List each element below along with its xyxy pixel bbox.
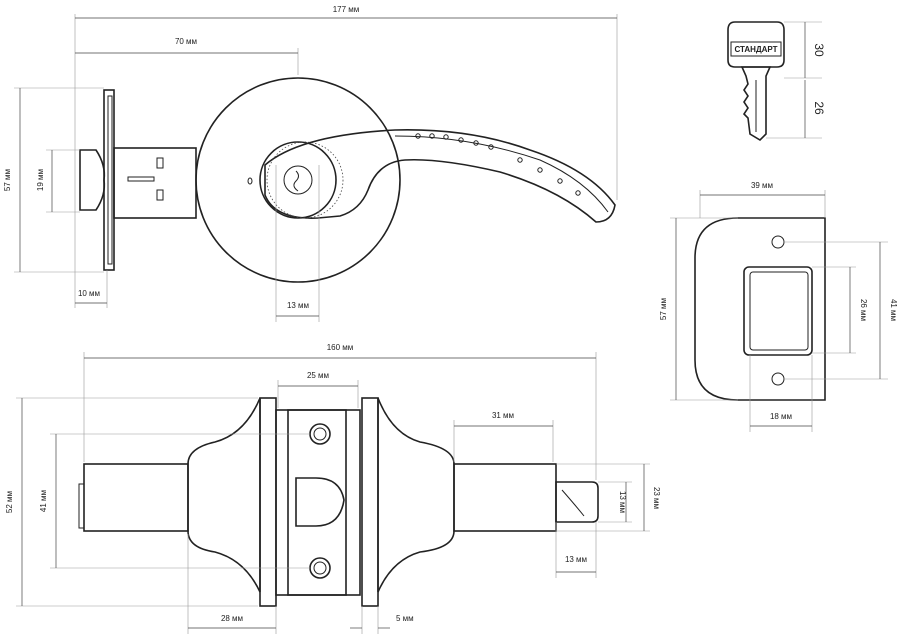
- dim-tongue-height: 13 мм: [618, 491, 627, 513]
- dim-spindle-height: 23 мм: [652, 487, 661, 509]
- strike-opening-outer: [743, 266, 813, 356]
- latch-slot-top: [156, 157, 164, 169]
- faceplate-inner: [287, 409, 347, 596]
- faceplate-screw-bottom: [309, 557, 331, 579]
- dim-body-length: 160 мм: [327, 343, 354, 352]
- latch-body: [113, 147, 197, 219]
- latch-bolt: [79, 149, 106, 211]
- strike-dimensions: 39 мм 57 мм 41 мм 26 мм 18 мм: [659, 181, 898, 432]
- keyway-icon: [293, 170, 299, 192]
- latch-slot-bottom: [156, 189, 164, 201]
- cylinder-outer: [259, 141, 337, 219]
- rose-disc: [195, 77, 401, 283]
- dim-latch-height: 19 мм: [36, 169, 45, 191]
- dim-strike-hole-spacing: 41 мм: [889, 299, 898, 321]
- dim-plate-gap: 5 мм: [396, 614, 414, 623]
- dim-backset-plate: 10 мм: [78, 289, 100, 298]
- strike-opening-inner: [749, 271, 809, 351]
- lever-grip-holes: [415, 133, 581, 196]
- lock-top-view: [78, 397, 599, 607]
- latch-tongue: [295, 477, 345, 527]
- key-view: СТАНДАРТ 30 26: [727, 21, 826, 142]
- key-blade: [740, 66, 772, 142]
- strike-hole-top: [771, 235, 785, 249]
- dim-rose-diameter: 52 мм: [5, 491, 14, 513]
- lock-top-dimensions: 160 мм 25 мм 31 мм 52 мм 41 мм 23 мм 13 …: [5, 343, 661, 634]
- faceplate-screw-top: [309, 423, 331, 445]
- dim-tongue-length: 13 мм: [565, 555, 587, 564]
- dim-strike-width: 39 мм: [751, 181, 773, 190]
- lever: [264, 129, 616, 223]
- dim-collar-length: 28 мм: [221, 614, 243, 623]
- strike-plate: [694, 217, 826, 401]
- key-label: СТАНДАРТ: [734, 45, 777, 54]
- strike-plate-view: [694, 217, 826, 401]
- dim-plate-width: 25 мм: [307, 371, 329, 380]
- dim-strike-opening: 26 мм: [859, 299, 868, 321]
- dim-rose-height: 57 мм: [3, 169, 12, 191]
- dim-lever-offset: 70 мм: [175, 37, 197, 46]
- dim-screw-spacing: 41 мм: [39, 490, 48, 512]
- dim-strike-height: 57 мм: [659, 298, 668, 320]
- left-collar: [187, 397, 261, 593]
- right-spindle-tip: [555, 481, 599, 523]
- cylinder-core: [283, 165, 313, 195]
- left-spindle-end: [78, 483, 85, 529]
- lever-ridge: [394, 135, 609, 213]
- dim-strike-opening-width: 18 мм: [770, 412, 792, 421]
- dim-overall-length: 177 мм: [333, 5, 360, 14]
- dim-spindle-length: 31 мм: [492, 411, 514, 420]
- lever-handle-view: [79, 77, 616, 283]
- left-spindle: [83, 463, 189, 532]
- latch-slot-long: [127, 176, 155, 182]
- left-rose: [259, 397, 277, 607]
- key-head: [727, 21, 785, 68]
- dim-key-blade: 26: [812, 101, 826, 115]
- dim-cylinder-width: 13 мм: [287, 301, 309, 310]
- lever-dimensions: 177 мм 70 мм 57 мм 19 мм 10 мм 13 мм: [3, 5, 618, 322]
- rose-screw-mark: [247, 177, 253, 185]
- cylinder-hidden-outline: [266, 141, 344, 219]
- dim-key-head: 30: [812, 43, 826, 57]
- mounting-plate-inner: [107, 95, 113, 265]
- right-collar: [377, 397, 455, 593]
- key-label-box: [730, 41, 782, 57]
- right-rose: [361, 397, 379, 607]
- right-spindle: [453, 463, 557, 532]
- strike-hole-bottom: [771, 372, 785, 386]
